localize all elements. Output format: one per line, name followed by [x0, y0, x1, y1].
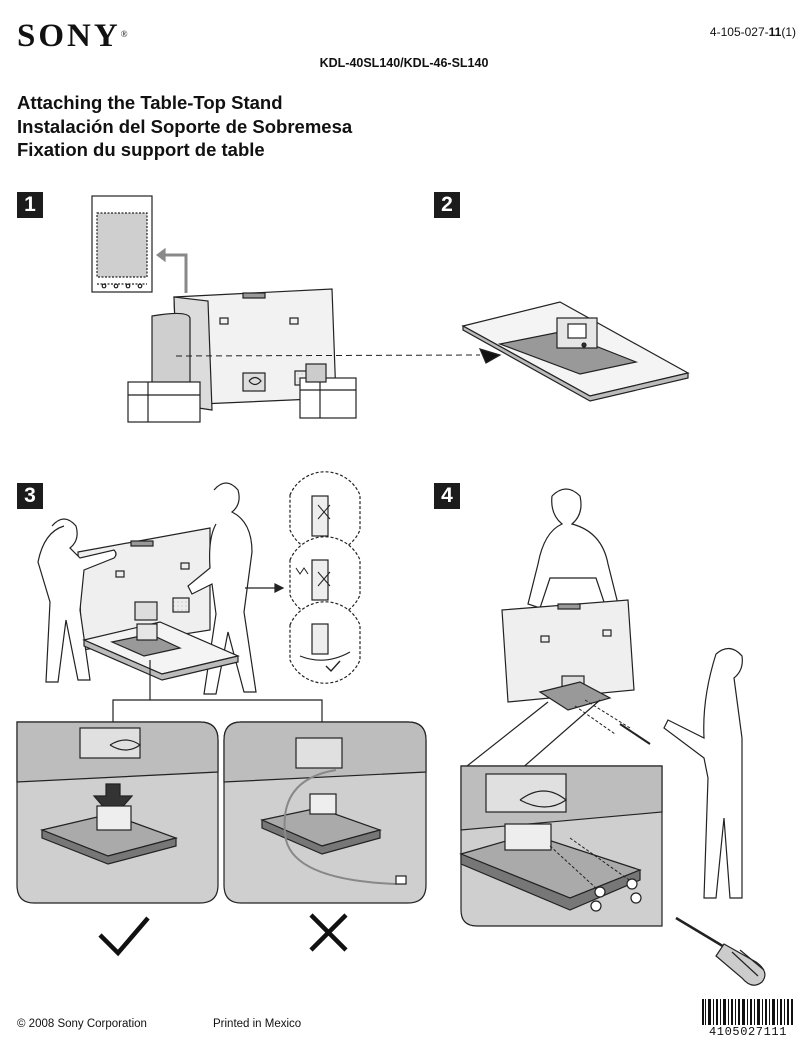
barcode-digits: 4105027111: [708, 1025, 787, 1039]
step-2-badge: 2: [434, 192, 460, 218]
cross-icon: [309, 913, 348, 952]
step-3-zoom-correct: [16, 721, 219, 904]
step-4-badge: 4: [434, 483, 460, 509]
check-icon: [98, 916, 150, 957]
barcode: [702, 999, 793, 1025]
title-spanish: Instalación del Soporte de Sobremesa: [17, 115, 353, 137]
step-3-illustration: [37, 471, 361, 722]
model-number: KDL-40SL140/KDL-46-SL140: [319, 56, 489, 70]
step-3-badge: 3: [17, 483, 43, 509]
step-1-badge: 1: [17, 192, 43, 218]
step-4-zoom: [459, 765, 663, 927]
copyright-text: © 2008 Sony Corporation: [17, 1018, 147, 1030]
title-french: Fixation du support de table: [17, 139, 265, 160]
step-4-illustration: [461, 488, 743, 899]
step-3-zoom-incorrect: [223, 721, 427, 904]
title-english: Attaching the Table-Top Stand: [17, 92, 283, 113]
page-titles: Attaching the Table-Top Stand Instalació…: [17, 91, 352, 162]
document-number: 4-105-027-11(1): [709, 25, 796, 39]
step-1-illustration: [91, 195, 481, 423]
step-2-illustration: [461, 301, 690, 402]
screwdriver-icon: [675, 916, 766, 986]
sony-logo: SONY®: [17, 18, 128, 54]
printed-in-text: Printed in Mexico: [213, 1018, 302, 1030]
